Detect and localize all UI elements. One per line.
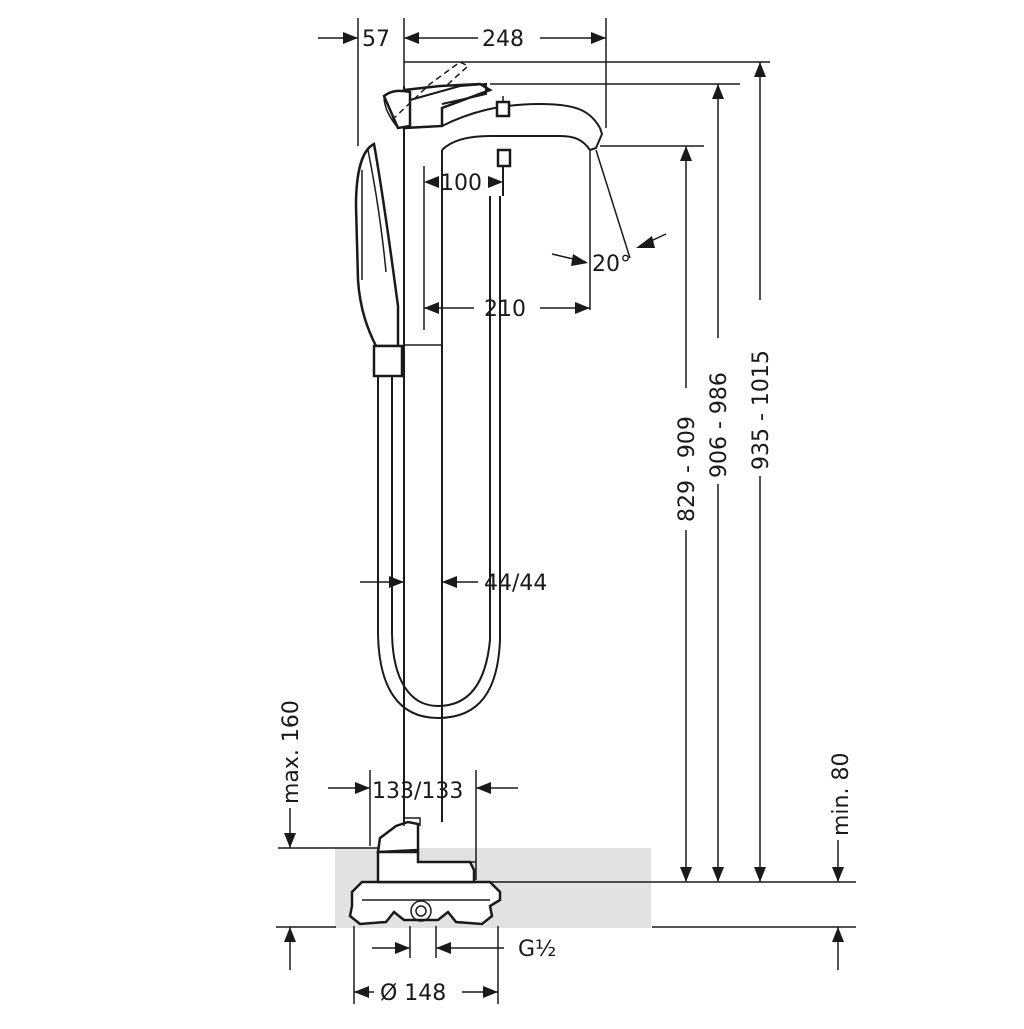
- dim-906-986: 906 - 986: [707, 372, 732, 478]
- dim-angle: 20°: [592, 252, 631, 277]
- floor-mount-base: [348, 817, 502, 926]
- dim-diameter-148: Ø 148: [380, 981, 446, 1006]
- hand-shower: [354, 142, 404, 378]
- dim-g12: G½: [518, 937, 556, 962]
- lever-handle: [382, 61, 487, 130]
- dimension-lines: [284, 18, 844, 1004]
- dim-57: 57: [362, 27, 390, 52]
- diverter-rod: [495, 96, 512, 196]
- faucet-pillar: [403, 86, 443, 822]
- dim-935-1015: 935 - 1015: [749, 350, 774, 470]
- dim-44: 44/44: [484, 571, 547, 596]
- spout-angle-construction: [589, 149, 631, 310]
- shower-hose: [377, 196, 501, 720]
- dim-210: 210: [484, 297, 526, 322]
- dim-min-80: min. 80: [829, 753, 854, 836]
- dim-248: 248: [482, 27, 524, 52]
- dim-100: 100: [440, 171, 482, 196]
- dim-829-909: 829 - 909: [675, 416, 700, 522]
- dimension-labels: 57 248 100 20° 210 44/44 829 - 909 906 -…: [279, 27, 854, 1006]
- dim-max-160: max. 160: [279, 700, 304, 804]
- dim-133: 133/133: [372, 779, 463, 804]
